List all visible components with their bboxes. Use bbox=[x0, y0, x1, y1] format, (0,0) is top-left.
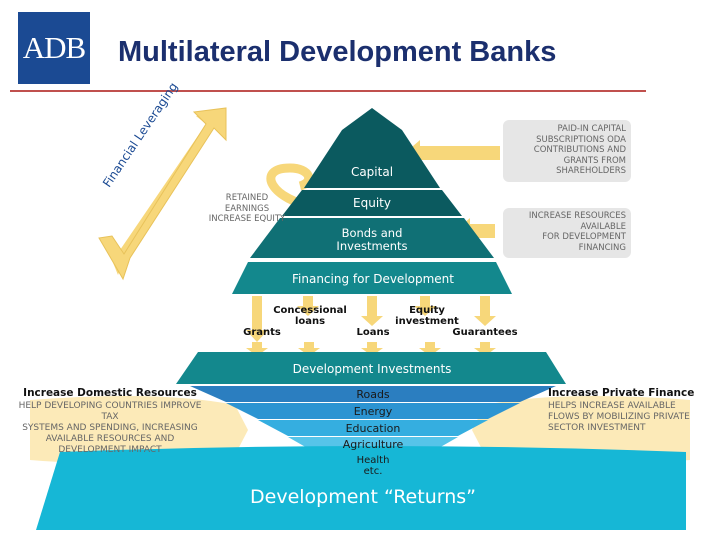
adb-logo: ADB bbox=[18, 12, 90, 84]
bonds-label-line2: Investments bbox=[336, 239, 408, 253]
development-investments-bar bbox=[176, 352, 566, 384]
private-title: Increase Private Finance bbox=[548, 387, 695, 399]
education-label: Education bbox=[345, 422, 401, 435]
bonds-tier bbox=[250, 218, 494, 258]
financing-tier bbox=[232, 262, 512, 294]
page-title: Multilateral Development Banks bbox=[118, 36, 557, 68]
development-investments-label: Development Investments bbox=[292, 362, 452, 376]
health-label: Health etc. bbox=[323, 455, 423, 477]
private-line3: SECTOR INVESTMENT bbox=[548, 423, 646, 433]
retained-line2: INCREASE EQUITY bbox=[208, 214, 286, 224]
health-line2: etc. bbox=[363, 466, 383, 477]
retained-line1: RETAINED EARNINGS bbox=[224, 193, 270, 214]
private-finance-arrow bbox=[472, 396, 690, 464]
development-returns-label: Development “Returns” bbox=[250, 486, 476, 508]
sector-education bbox=[258, 420, 488, 436]
agriculture-label: Agriculture bbox=[342, 438, 404, 451]
instrument-guarantees: Guarantees bbox=[452, 327, 518, 338]
paid-in-line5: SHAREHOLDERS bbox=[556, 166, 626, 176]
instrument-equity-investment: Equity investment bbox=[392, 305, 462, 327]
paid-in-line1: PAID-IN CAPITAL bbox=[557, 124, 626, 134]
private-line1: HELPS INCREASE AVAILABLE bbox=[548, 401, 676, 411]
energy-label: Energy bbox=[353, 405, 393, 418]
equity-investment-line2: investment bbox=[395, 316, 459, 327]
domestic-line3: AVAILABLE RESOURCES AND bbox=[45, 434, 175, 444]
paid-in-line2: SUBSCRIPTIONS ODA bbox=[536, 134, 626, 145]
retained-earnings-text: RETAINED EARNINGS INCREASE EQUITY bbox=[204, 193, 290, 225]
bonds-label: Bonds and Investments bbox=[292, 227, 452, 253]
sector-roads bbox=[190, 386, 556, 402]
equity-investment-line1: Equity bbox=[409, 305, 445, 316]
financial-leveraging-arrow bbox=[98, 107, 227, 281]
paid-in-line3: CONTRIBUTIONS AND bbox=[533, 145, 626, 155]
development-returns-base bbox=[36, 446, 686, 530]
increase-resources-line4: FINANCING bbox=[578, 242, 626, 253]
increase-resources-line2: AVAILABLE bbox=[580, 221, 626, 232]
roads-label: Roads bbox=[356, 388, 390, 401]
paid-in-capital-text: PAID-IN CAPITAL SUBSCRIPTIONS ODA CONTRI… bbox=[508, 124, 626, 177]
instrument-grants: Grants bbox=[243, 327, 281, 338]
private-finance-text: Increase Private Finance HELPS INCREASE … bbox=[548, 388, 713, 434]
paid-in-capital-box bbox=[503, 120, 631, 182]
paid-in-line4: GRANTS FROM bbox=[563, 155, 626, 166]
equity-label: Equity bbox=[353, 196, 391, 210]
instrument-concessional-loans: Concessional loans bbox=[272, 305, 348, 327]
capital-tier bbox=[304, 130, 440, 188]
bonds-label-line1: Bonds and bbox=[341, 226, 403, 240]
domestic-line1: HELP DEVELOPING COUNTRIES IMPROVE TAX bbox=[18, 401, 202, 422]
domestic-resources-text: Increase Domestic Resources HELP DEVELOP… bbox=[10, 388, 210, 456]
increase-resources-text: INCREASE RESOURCES AVAILABLE FOR DEVELOP… bbox=[508, 211, 626, 253]
increase-resources-line3: FOR DEVELOPMENT bbox=[542, 232, 626, 242]
financing-label: Financing for Development bbox=[292, 272, 454, 286]
domestic-line2: SYSTEMS AND SPENDING, INCREASING bbox=[22, 423, 198, 433]
domestic-title: Increase Domestic Resources bbox=[23, 387, 197, 399]
equity-tier bbox=[282, 190, 462, 216]
concessional-line2: loans bbox=[294, 316, 326, 327]
concessional-line1: Concessional bbox=[273, 305, 347, 316]
retained-earnings-loop bbox=[266, 163, 319, 213]
instrument-arrows bbox=[246, 296, 496, 356]
instrument-loans: Loans bbox=[356, 327, 390, 338]
private-line2: FLOWS BY MOBILIZING PRIVATE bbox=[548, 412, 690, 422]
increase-resources-line1: INCREASE RESOURCES bbox=[528, 211, 626, 221]
domestic-resources-arrow bbox=[30, 396, 248, 464]
sector-energy bbox=[226, 403, 520, 419]
increase-resources-box bbox=[503, 208, 631, 258]
health-line1: Health bbox=[356, 455, 390, 466]
domestic-line4: DEVELOPMENT IMPACT bbox=[58, 445, 162, 455]
title-divider bbox=[10, 90, 646, 92]
logo-text: ADB bbox=[22, 30, 86, 65]
paid-in-arrow bbox=[405, 140, 500, 166]
capital-label: Capital bbox=[350, 165, 394, 179]
